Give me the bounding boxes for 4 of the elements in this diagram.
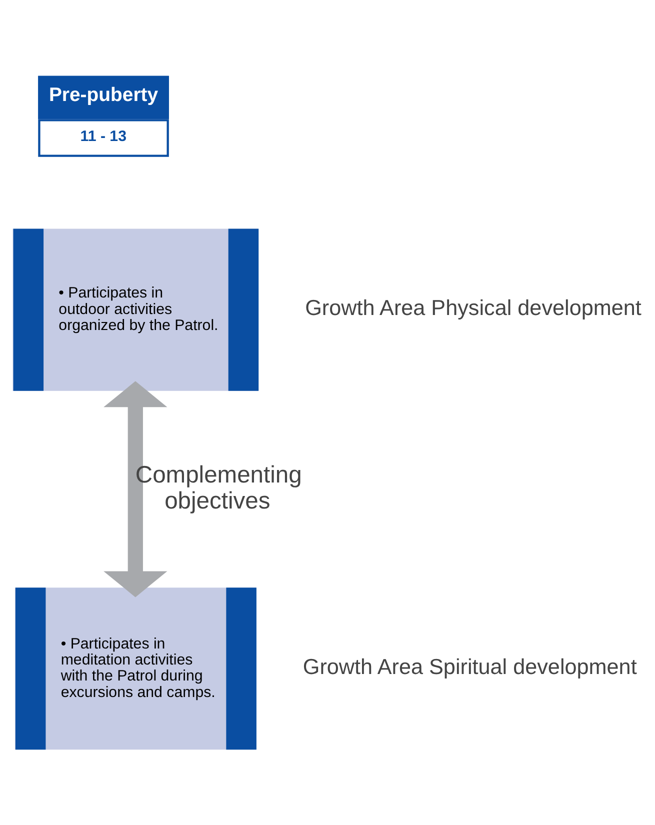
node-label: Growth Area Spiritual development [302, 654, 637, 680]
edge-label: Complementing objectives [135, 461, 302, 514]
node-label: Growth Area Physical development [305, 295, 642, 320]
arrow [104, 381, 168, 598]
